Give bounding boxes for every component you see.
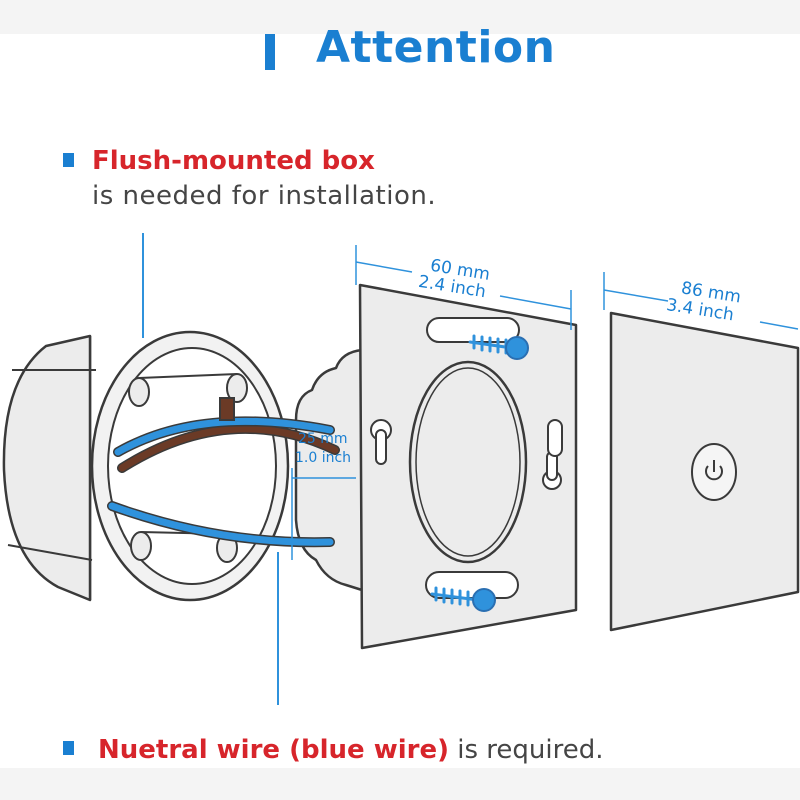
note-neutral-wire-highlight: Nuetral wire (blue wire) [98,735,449,765]
wire-connector [219,397,235,421]
note-neutral-wire-text: is required. [448,735,604,765]
note-flush-box-text: is needed for installation. [92,181,437,211]
dimension-1inch-label: 1.0 inch [295,450,351,466]
neutral-wire-blue-bottom [108,502,334,546]
switch-module [294,348,364,592]
dimension-25mm-label: 25 mm [298,431,348,447]
live-wire-brown [118,425,339,472]
note-bullet [63,153,74,167]
neutral-wire-blue-top [114,417,334,456]
note-flush-box-highlight: Flush-mounted box [92,146,375,176]
title-accent-bar [265,34,275,70]
wires [107,397,340,548]
screw-icon [430,586,496,612]
page-title: Attention [316,22,556,73]
note-neutral-wire: Nuetral wire (blue wire) is required. [98,735,604,765]
flush-mounted-box [2,330,290,602]
top-band [0,0,800,34]
note-bullet [63,741,74,755]
mounting-backplate [358,283,578,650]
power-icon [691,443,737,501]
screw-icon [468,334,529,360]
bottom-band [0,768,800,800]
